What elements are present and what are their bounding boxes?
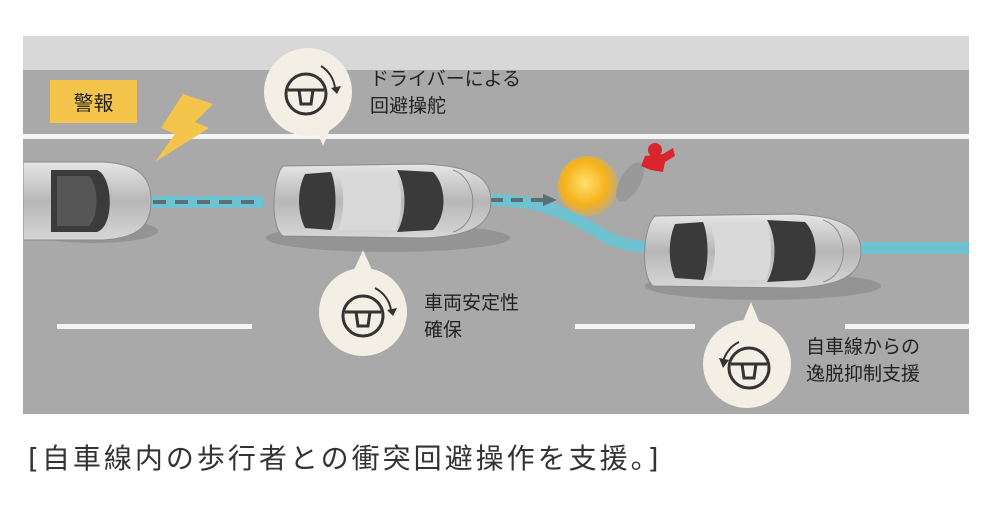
callout-line: ドライバーによる bbox=[370, 68, 522, 90]
lane-line-upper bbox=[23, 134, 969, 139]
warning-badge: 警報 bbox=[50, 80, 137, 123]
callout-driver-steering bbox=[264, 48, 352, 146]
callout-line: 自車線からの bbox=[806, 336, 921, 358]
callout-lane-departure-text: 自車線からの 逸脱抑制支援 bbox=[806, 334, 920, 388]
steering-wheel-icon bbox=[727, 346, 771, 390]
callout-line: 逸脱抑制支援 bbox=[806, 363, 921, 385]
lane-dash-3 bbox=[845, 324, 969, 329]
callout-line: 確保 bbox=[424, 319, 463, 341]
rotate-arrow-icon bbox=[374, 287, 392, 311]
pedestrian-icon bbox=[616, 143, 675, 202]
warning-label: 警報 bbox=[73, 91, 114, 115]
path-arrow-icon bbox=[543, 194, 557, 206]
callout-lane-departure bbox=[703, 302, 791, 408]
callout-line: 回避操舵 bbox=[370, 95, 447, 117]
sun-icon bbox=[558, 156, 618, 216]
callout-line: 車両安定性 bbox=[424, 292, 520, 314]
caption: [自車線内の歩行者との衝突回避操作を支援。] bbox=[28, 442, 662, 475]
lane-dash-2 bbox=[575, 324, 695, 329]
steering-wheel-icon bbox=[341, 294, 385, 338]
rotate-arrow-icon bbox=[320, 65, 336, 89]
lane-dash-1 bbox=[57, 324, 252, 329]
steering-wheel-icon bbox=[284, 72, 328, 116]
callout-stability bbox=[319, 250, 407, 356]
car-lane-keep bbox=[644, 213, 881, 300]
lightning-icon bbox=[155, 94, 213, 162]
car-warning bbox=[23, 161, 158, 243]
collision-avoidance-diagram bbox=[23, 36, 969, 414]
callout-stability-text: 車両安定性 確保 bbox=[424, 290, 519, 344]
callout-driver-steering-text: ドライバーによる 回避操舵 bbox=[370, 66, 521, 120]
car-steering bbox=[266, 163, 510, 252]
